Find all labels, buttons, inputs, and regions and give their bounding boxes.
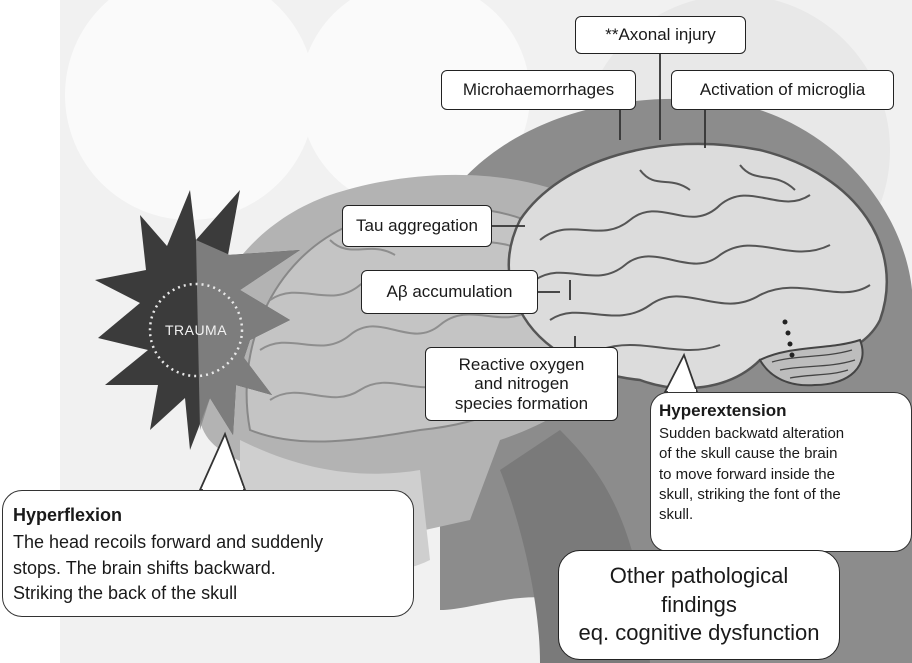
other-findings-line: eq. cognitive dysfunction xyxy=(579,619,820,648)
other-findings-line: findings xyxy=(661,591,737,620)
label-axonal-injury: **Axonal injury xyxy=(575,16,746,54)
hyperflexion-callout: Hyperflexion The head recoils forward an… xyxy=(2,490,414,617)
ros-line: and nitrogen xyxy=(474,374,569,394)
hyperflexion-heading: Hyperflexion xyxy=(13,505,403,526)
label-microglia-activation: Activation of microglia xyxy=(671,70,894,110)
other-findings-line: Other pathological xyxy=(610,562,789,591)
ros-line: species formation xyxy=(455,394,588,414)
hyperextension-text: Sudden backwatd alteration of the skull … xyxy=(659,424,903,525)
label-abeta-accumulation: Aβ accumulation xyxy=(361,270,538,314)
hyperextension-callout: Hyperextension Sudden backwatd alteratio… xyxy=(650,392,912,552)
ros-line: Reactive oxygen xyxy=(459,355,585,375)
label-microhaemorrhages: Microhaemorrhages xyxy=(441,70,636,110)
label-reactive-species: Reactive oxygen and nitrogen species for… xyxy=(425,347,618,421)
other-findings-box: Other pathological findings eq. cognitiv… xyxy=(558,550,840,660)
label-tau-aggregation: Tau aggregation xyxy=(342,205,492,247)
hyperextension-heading: Hyperextension xyxy=(659,401,903,421)
hyperflexion-text: The head recoils forward and suddenly st… xyxy=(13,530,403,607)
trauma-label: TRAUMA xyxy=(150,322,242,338)
